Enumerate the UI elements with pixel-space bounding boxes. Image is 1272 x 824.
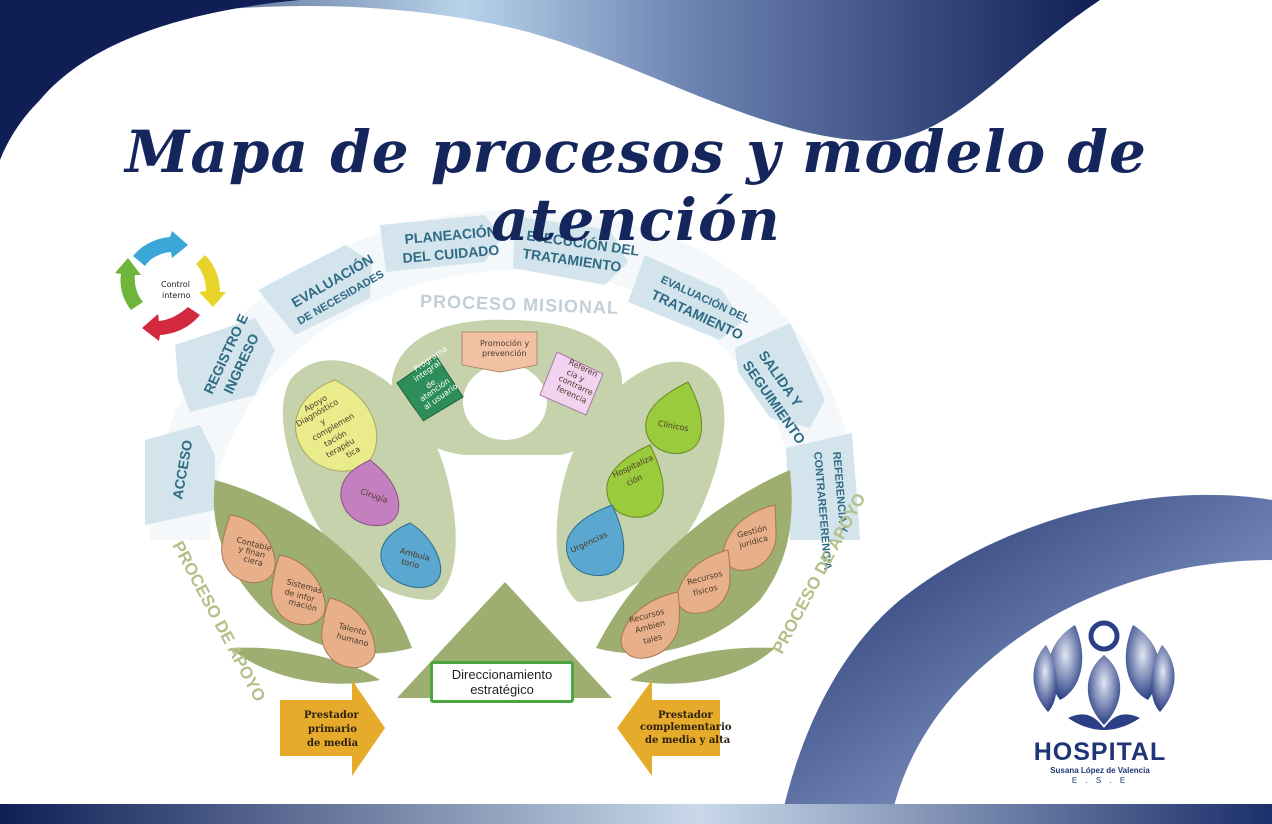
top-swoosh-dark bbox=[0, 0, 300, 160]
step-planeacion: PLANEACIÓN DEL CUIDADO bbox=[380, 215, 502, 272]
center-box-programa: Programa integral de atención al usuario bbox=[396, 344, 464, 422]
step-registro: REGISTRO E INGRESO bbox=[175, 311, 275, 412]
cycle-label: Control bbox=[161, 280, 190, 289]
drop-apoyo-diagnostico: Apoyo Diagnóstico y complemen tación ter… bbox=[294, 379, 378, 472]
right-support-tail bbox=[630, 647, 775, 684]
right-swoosh-white bbox=[890, 560, 1272, 824]
drop-text: y bbox=[319, 416, 328, 426]
strategic-line: Direccionamiento bbox=[451, 667, 553, 682]
center-box-promocion: Promoción y prevención bbox=[461, 331, 538, 373]
provider-right-text: Prestador bbox=[658, 710, 714, 721]
strategic-line: estratégico bbox=[470, 682, 534, 697]
box-text: Promoción y bbox=[480, 338, 530, 348]
step-acceso: ACCESO bbox=[145, 425, 215, 525]
drop-cirugia: Cirugía bbox=[340, 459, 400, 527]
drop-urgencias: Urgencias bbox=[566, 504, 625, 577]
hospital-logo-icon bbox=[1033, 620, 1175, 730]
cycle-label: interno bbox=[162, 291, 191, 300]
step-ejecucion: EJECUCIÓN DEL TRATAMIENTO bbox=[513, 216, 641, 285]
logo-suffix: E . S . E bbox=[1071, 776, 1129, 785]
drop-ambulatorio: Ambula torio bbox=[380, 522, 442, 588]
drop-gestion-juridica: Gestión jurídica bbox=[722, 504, 777, 571]
logo-subtitle: Susana López de Valencia bbox=[1050, 766, 1150, 775]
drop-sistemas: Sistemas de infor mación bbox=[271, 554, 326, 626]
strategic-direction-box: Direccionamiento estratégico bbox=[430, 661, 574, 703]
page-title: Mapa de procesos y modelo de atención bbox=[125, 118, 1147, 254]
logo-name: HOSPITAL bbox=[1033, 738, 1167, 766]
mission-section-title: PROCESO MISIONAL bbox=[420, 291, 620, 318]
provider-left-text: Prestador bbox=[304, 710, 360, 721]
provider-right-text: de media y alta bbox=[645, 735, 731, 746]
drop-recursos-ambientales: Recursos Ambien tales bbox=[620, 591, 680, 659]
drop-recursos-fisicos: Recursos físicos bbox=[676, 549, 731, 614]
control-cycle-icon: Control interno bbox=[115, 231, 226, 341]
drop-clinicos: Clínicos bbox=[645, 381, 703, 454]
provider-left-text: de media bbox=[307, 738, 359, 749]
bottom-band bbox=[0, 804, 1272, 824]
drop-contable: Contable y finan ciera bbox=[221, 514, 276, 584]
left-support-tail bbox=[230, 647, 380, 684]
left-support-leaf bbox=[213, 480, 412, 654]
provider-left-text: primario bbox=[308, 724, 357, 735]
provider-right-arrow: Prestador complementario de media y alta bbox=[617, 680, 732, 776]
mission-center: Promoción y prevención Programa integral… bbox=[391, 319, 622, 455]
drop-talento: Talento humano bbox=[321, 597, 376, 669]
top-swoosh bbox=[0, 0, 1100, 150]
provider-right-text: complementario bbox=[640, 722, 732, 733]
box-text: prevención bbox=[482, 348, 526, 358]
provider-left-arrow: Prestador primario de media bbox=[280, 680, 385, 776]
